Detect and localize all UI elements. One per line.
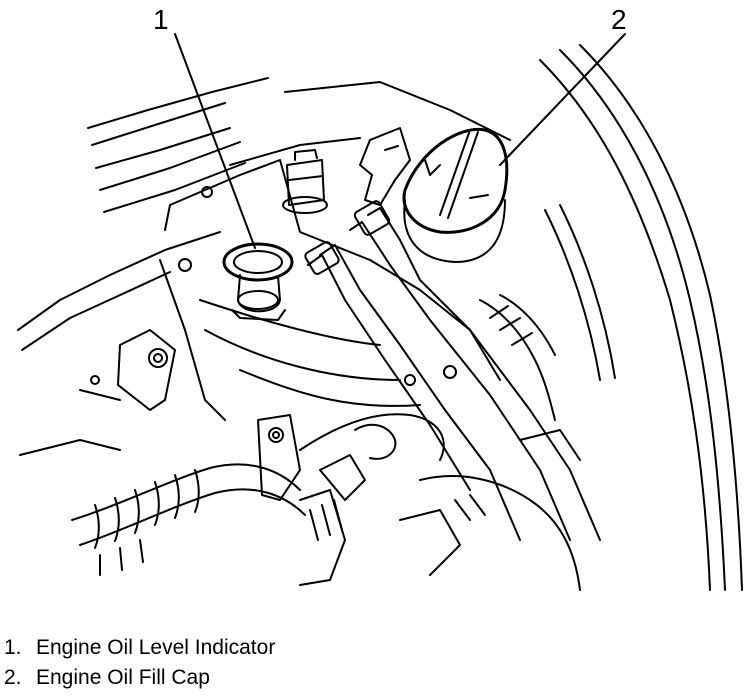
- leader-line-1: [174, 33, 256, 249]
- callout-number-2: 2: [611, 4, 627, 35]
- upper-body-panel: [17, 77, 511, 351]
- engine-block: [159, 159, 501, 421]
- oil-level-indicator: [222, 242, 294, 321]
- callout-number-1: 1: [153, 4, 169, 35]
- leader-lines: [174, 33, 626, 249]
- corrugated-hose: [479, 294, 556, 421]
- legend-item: 2. Engine Oil Fill Cap: [4, 663, 275, 693]
- legend-number: 1.: [4, 636, 22, 659]
- legend-label: Engine Oil Level Indicator: [36, 636, 276, 659]
- legend-label: Engine Oil Fill Cap: [36, 666, 210, 689]
- top-bolt: [282, 149, 328, 214]
- legend-item: 1. Engine Oil Level Indicator: [4, 633, 275, 663]
- wiring-harness: [19, 439, 306, 576]
- engine-compartment-illustration: [17, 33, 743, 591]
- legend-number: 2.: [4, 666, 22, 689]
- fender-edge: [539, 44, 743, 591]
- lower-right-structure: [399, 429, 581, 591]
- vent-hoses: [304, 200, 601, 541]
- legend-list: 1. Engine Oil Level Indicator 2. Engine …: [4, 633, 275, 693]
- lower-connector: [257, 413, 445, 586]
- oil-fill-cap: [402, 127, 509, 263]
- leader-line-2: [499, 33, 626, 166]
- cap-bracket: [359, 127, 411, 206]
- left-bracket: [79, 329, 176, 411]
